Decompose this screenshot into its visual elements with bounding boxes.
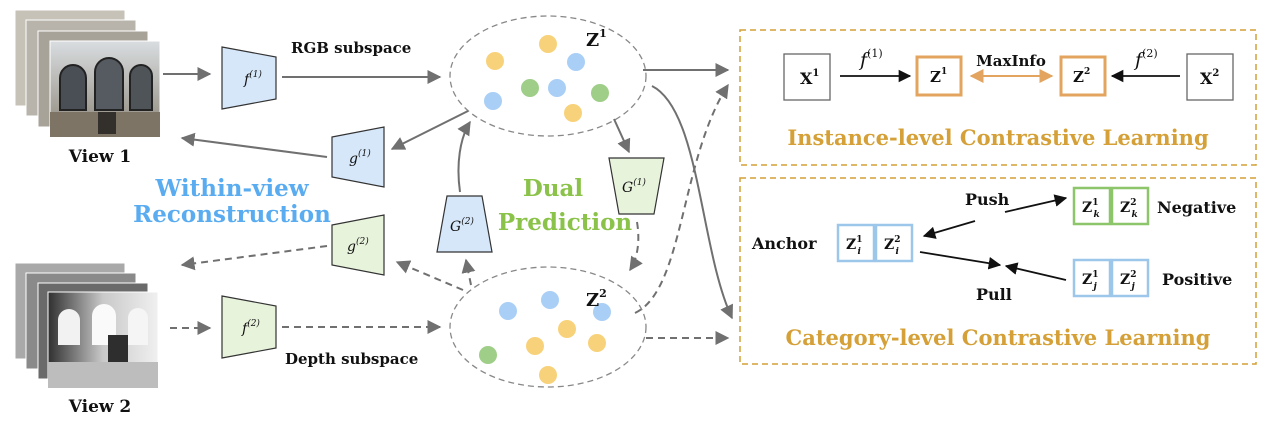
view1-image-stack <box>14 9 161 138</box>
latent-z1-points <box>484 35 609 122</box>
predictor-G1-block <box>608 157 665 215</box>
instance-x1-box <box>783 53 831 101</box>
instance-level-title: Instance-level Contrastive Learning <box>787 125 1209 150</box>
decoder-g2-block <box>331 214 385 276</box>
svg-text:Z1j: Z1j <box>1082 270 1099 292</box>
instance-x2-box <box>1186 53 1234 101</box>
dual-prediction-label-line2: Prediction <box>498 209 633 236</box>
instance-z2-label: Z2 <box>1073 67 1090 86</box>
push-arrow <box>922 194 1068 239</box>
view2-label: View 2 <box>68 397 132 417</box>
instance-level-panel <box>739 29 1257 166</box>
latent-z1-label: Z1 <box>586 27 607 51</box>
instance-f2-label: f(2) <box>1133 47 1158 71</box>
positive-label: Positive <box>1162 270 1232 289</box>
svg-text:Z1k: Z1k <box>1082 198 1100 220</box>
decoder-g1-block <box>331 126 385 188</box>
instance-z1-label: Z1 <box>930 67 947 86</box>
rgb-subspace-label: RGB subspace <box>291 39 411 57</box>
anchor-label: Anchor <box>751 234 817 253</box>
flow-arrows <box>163 63 733 320</box>
latent-z2-points <box>479 291 611 384</box>
predictor-G2-block <box>436 195 493 253</box>
instance-z2-box <box>1059 55 1107 97</box>
decoder-g1-label: g(1) <box>349 148 371 167</box>
instance-z1-box <box>915 55 963 97</box>
view2-image-stack <box>14 262 159 389</box>
pull-label: Pull <box>976 285 1012 304</box>
flow-arrows-dashed <box>170 83 730 345</box>
latent-z2-ellipse <box>449 266 647 388</box>
encoder-f1-block <box>221 46 277 110</box>
decoder-g2-label: g(2) <box>347 236 369 255</box>
category-level-panel <box>739 177 1257 365</box>
encoder-f2-label: f(2) <box>241 318 260 337</box>
push-label: Push <box>965 190 1010 209</box>
view1-label: View 1 <box>68 147 132 167</box>
predictor-G2-label: G(2) <box>450 216 474 235</box>
svg-text:Z2i: Z2i <box>884 235 901 257</box>
encoder-f1-label: f(1) <box>243 69 262 88</box>
category-level-title: Category-level Contrastive Learning <box>786 325 1211 350</box>
svg-text:Z2k: Z2k <box>1120 198 1138 220</box>
instance-x2-label: X2 <box>1200 68 1219 88</box>
encoder-f2-block <box>221 295 277 359</box>
latent-z2-label: Z2 <box>586 287 607 311</box>
svg-text:Z1i: Z1i <box>846 235 863 257</box>
dual-prediction-label-line1: Dual <box>523 175 584 202</box>
negative-label: Negative <box>1157 198 1236 217</box>
instance-x1-label: X1 <box>800 68 819 88</box>
latent-z1-ellipse <box>449 15 647 137</box>
depth-subspace-label: Depth subspace <box>285 350 418 368</box>
instance-f1-label: f(1) <box>858 47 883 71</box>
within-view-label-line1: Within-view <box>154 175 309 202</box>
svg-text:Z2j: Z2j <box>1120 270 1137 292</box>
predictor-G1-label: G(1) <box>622 177 646 196</box>
maxinfo-label: MaxInfo <box>976 52 1046 70</box>
within-view-label-line2: Reconstruction <box>133 201 331 228</box>
pull-arrow <box>919 251 1067 281</box>
